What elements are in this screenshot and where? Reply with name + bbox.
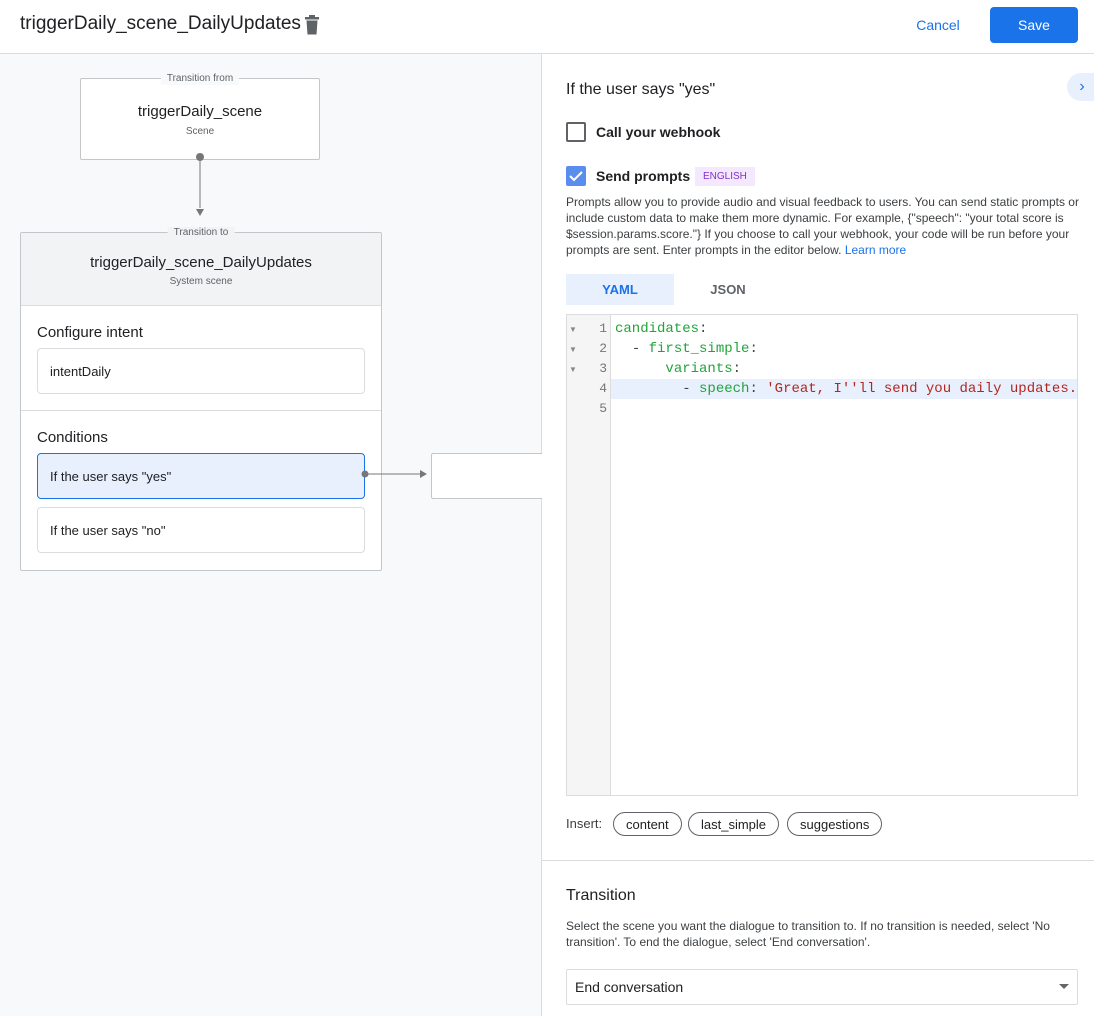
transition-to-node: Transition to triggerDaily_scene_DailyUp… xyxy=(20,227,382,571)
prompts-label: Send prompts xyxy=(596,168,691,184)
target-scene-node[interactable] xyxy=(431,453,543,499)
code-key: first_simple xyxy=(648,341,750,357)
code-key: candidates xyxy=(615,321,700,337)
page-title: triggerDaily_scene_DailyUpdates xyxy=(20,13,301,34)
code-editor[interactable]: candidates: - first_simple: variants: - … xyxy=(566,314,1078,796)
code-indent xyxy=(615,361,665,377)
from-scene-name: triggerDaily_scene xyxy=(137,103,263,120)
editor-gutter xyxy=(567,315,611,795)
configure-intent-label: Configure intent xyxy=(37,324,143,341)
transition-to-tag: Transition to xyxy=(167,227,235,239)
tab-json[interactable]: JSON xyxy=(710,282,746,297)
line-number: 4 xyxy=(599,381,607,396)
code-line: variants: xyxy=(615,359,1077,379)
tab-yaml[interactable]: YAML xyxy=(566,274,674,305)
code-key: speech xyxy=(699,381,750,397)
collapse-panel-chevron-icon[interactable]: › xyxy=(1067,73,1094,101)
insert-chip-content[interactable]: content xyxy=(613,812,682,836)
line-number: 5 xyxy=(599,401,607,416)
transition-selected: End conversation xyxy=(575,979,684,995)
code-sep: : xyxy=(749,341,758,357)
divider xyxy=(21,410,381,411)
code-line xyxy=(615,399,1077,419)
scene-canvas: Transition from triggerDaily_scene Scene… xyxy=(0,54,543,1016)
prompts-checkbox[interactable] xyxy=(566,166,586,186)
code-line: - speech: 'Great, I''ll send you daily u… xyxy=(615,379,1077,399)
transition-select[interactable]: End conversation xyxy=(566,969,1078,1005)
transition-description: Select the scene you want the dialogue t… xyxy=(566,919,1050,949)
connector-arrow-icon xyxy=(196,153,204,216)
prompts-description: Prompts allow you to provide audio and v… xyxy=(566,194,1081,258)
active-line-highlight xyxy=(611,379,1077,399)
node-header: Transition to triggerDaily_scene_DailyUp… xyxy=(21,227,381,306)
code-line: - first_simple: xyxy=(615,339,1077,359)
to-scene-name: triggerDaily_scene_DailyUpdates xyxy=(90,254,312,271)
condition-panel: If the user says "yes" › Call your webho… xyxy=(542,54,1094,1016)
code-dash: - xyxy=(682,381,700,397)
language-badge: ENGLISH xyxy=(695,167,755,186)
code-sep: : xyxy=(749,381,767,397)
panel-title: If the user says "yes" xyxy=(566,81,716,98)
code-key: variants xyxy=(665,361,733,377)
to-scene-type: System scene xyxy=(169,276,233,287)
line-number: 2 xyxy=(599,341,607,356)
check-icon xyxy=(569,171,583,182)
from-scene-type: Scene xyxy=(185,126,215,137)
trash-icon[interactable] xyxy=(304,15,320,35)
description-text: Prompts allow you to provide audio and v… xyxy=(566,195,1079,257)
webhook-label: Call your webhook xyxy=(596,124,721,140)
insert-chip-suggestions[interactable]: suggestions xyxy=(787,812,883,836)
condition-no[interactable]: If the user says "no" xyxy=(37,507,365,553)
condition-yes[interactable]: If the user says "yes" xyxy=(37,453,365,499)
insert-label: Insert: xyxy=(566,816,603,831)
transition-from-node[interactable]: Transition from triggerDaily_scene Scene xyxy=(80,73,320,160)
fold-arrow-icon[interactable]: ▼ xyxy=(569,365,577,374)
dropdown-arrow-icon xyxy=(1059,984,1069,989)
webhook-checkbox[interactable] xyxy=(566,122,586,142)
learn-more-link[interactable]: Learn more xyxy=(844,243,907,257)
code-sep: : xyxy=(732,361,742,377)
fold-arrow-icon[interactable]: ▼ xyxy=(569,345,577,354)
code-val: 'Great, I''ll send you daily updates. xyxy=(766,381,1077,397)
cancel-button[interactable]: Cancel xyxy=(916,17,960,33)
code-sep: : xyxy=(699,321,708,337)
conditions-label: Conditions xyxy=(37,429,108,446)
header: triggerDaily_scene_DailyUpdates Cancel S… xyxy=(0,0,1094,54)
fold-arrow-icon[interactable]: ▼ xyxy=(569,325,577,334)
transition-from-tag: Transition from xyxy=(160,73,240,85)
condition-connector-icon xyxy=(361,470,427,478)
insert-chip-last-simple[interactable]: last_simple xyxy=(688,812,780,836)
intent-field[interactable]: intentDaily xyxy=(37,348,365,394)
transition-title: Transition xyxy=(566,887,636,904)
code-indent xyxy=(615,381,682,397)
divider xyxy=(542,860,1094,861)
code-line: candidates: xyxy=(615,319,1077,339)
code-dash: - xyxy=(631,341,649,357)
code-indent xyxy=(615,341,632,357)
line-number: 3 xyxy=(599,361,607,376)
save-button[interactable]: Save xyxy=(990,7,1078,43)
line-number: 1 xyxy=(599,321,607,336)
